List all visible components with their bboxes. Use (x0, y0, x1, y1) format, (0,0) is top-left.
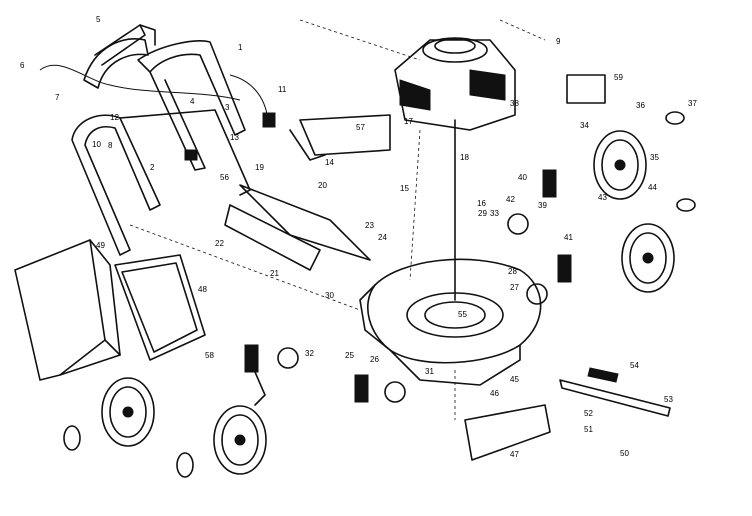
callout-41: 41 (564, 233, 573, 242)
callout-29: 29 (478, 209, 487, 218)
lower-handle (71, 109, 251, 256)
bag-frame (114, 254, 206, 361)
callout-9: 9 (556, 37, 561, 46)
callout-30: 30 (325, 291, 334, 300)
rear-bracket (224, 114, 391, 271)
callout-12: 12 (110, 113, 119, 122)
callout-6: 6 (20, 61, 25, 70)
callout-52: 52 (584, 409, 593, 418)
control-bar (94, 24, 156, 66)
callout-5: 5 (96, 15, 101, 24)
callout-16: 16 (477, 199, 486, 208)
callout-19: 19 (255, 163, 264, 172)
callout-10: 10 (92, 140, 101, 149)
callout-48: 48 (198, 285, 207, 294)
hubcap-front-lower (676, 198, 696, 212)
hubcap-front-upper (665, 111, 685, 125)
hubcap-left (63, 425, 81, 451)
hubcap-right (176, 452, 194, 478)
callout-39: 39 (538, 201, 547, 210)
callout-24: 24 (378, 233, 387, 242)
wheel-rear-right (213, 405, 267, 475)
grass-bag (14, 239, 121, 381)
callout-55: 55 (458, 310, 467, 319)
blade-adapter (464, 404, 551, 461)
wheel-rear-left (101, 377, 155, 447)
callout-51: 51 (584, 425, 593, 434)
decal (566, 74, 606, 104)
callout-2: 2 (150, 163, 155, 172)
callout-57: 57 (356, 123, 365, 132)
callout-45: 45 (510, 375, 519, 384)
callout-7: 7 (55, 93, 60, 102)
upper-handle (83, 38, 246, 171)
callout-31: 31 (425, 367, 434, 376)
callout-32: 32 (305, 349, 314, 358)
callout-58: 58 (205, 351, 214, 360)
callout-3: 3 (225, 103, 230, 112)
height-adjuster-rear-right (354, 374, 406, 403)
callout-8: 8 (108, 141, 113, 150)
callout-34: 34 (580, 121, 589, 130)
callout-23: 23 (365, 221, 374, 230)
callout-labels: 1 2 3 4 5 6 7 8 9 10 11 12 13 14 15 16 1… (20, 15, 697, 459)
height-adjuster-rear-left (244, 344, 299, 406)
callout-21: 21 (270, 269, 279, 278)
callout-4: 4 (190, 97, 195, 106)
engine (394, 37, 516, 301)
callout-33: 33 (490, 209, 499, 218)
callout-42: 42 (506, 195, 515, 204)
callout-15: 15 (400, 184, 409, 193)
cables (39, 64, 276, 161)
callout-1: 1 (238, 43, 243, 52)
callout-44: 44 (648, 183, 657, 192)
callout-54: 54 (630, 361, 639, 370)
callout-40: 40 (518, 173, 527, 182)
callout-27: 27 (510, 283, 519, 292)
wheel-front-upper (593, 130, 647, 200)
callout-18: 18 (460, 153, 469, 162)
callout-11: 11 (278, 85, 287, 94)
callout-36: 36 (636, 101, 645, 110)
callout-14: 14 (325, 158, 334, 167)
callout-22: 22 (215, 239, 224, 248)
height-adjuster-front-lower (526, 254, 572, 305)
callout-47: 47 (510, 450, 519, 459)
callout-13: 13 (230, 133, 239, 142)
callout-56: 56 (220, 173, 229, 182)
mower-deck (359, 258, 542, 386)
callout-50: 50 (620, 449, 629, 458)
callout-25: 25 (345, 351, 354, 360)
callout-53: 53 (664, 395, 673, 404)
callout-35: 35 (650, 153, 659, 162)
callout-20: 20 (318, 181, 327, 190)
callout-28: 28 (508, 267, 517, 276)
callout-43: 43 (598, 193, 607, 202)
callout-37: 37 (688, 99, 697, 108)
callout-59: 59 (614, 73, 623, 82)
callout-49: 49 (96, 241, 105, 250)
blade (559, 367, 671, 417)
height-adjuster-front-upper (507, 169, 557, 235)
wheel-front-lower (621, 223, 675, 293)
callout-38: 38 (510, 99, 519, 108)
callout-26: 26 (370, 355, 379, 364)
callout-46: 46 (490, 389, 499, 398)
callout-17: 17 (404, 117, 413, 126)
